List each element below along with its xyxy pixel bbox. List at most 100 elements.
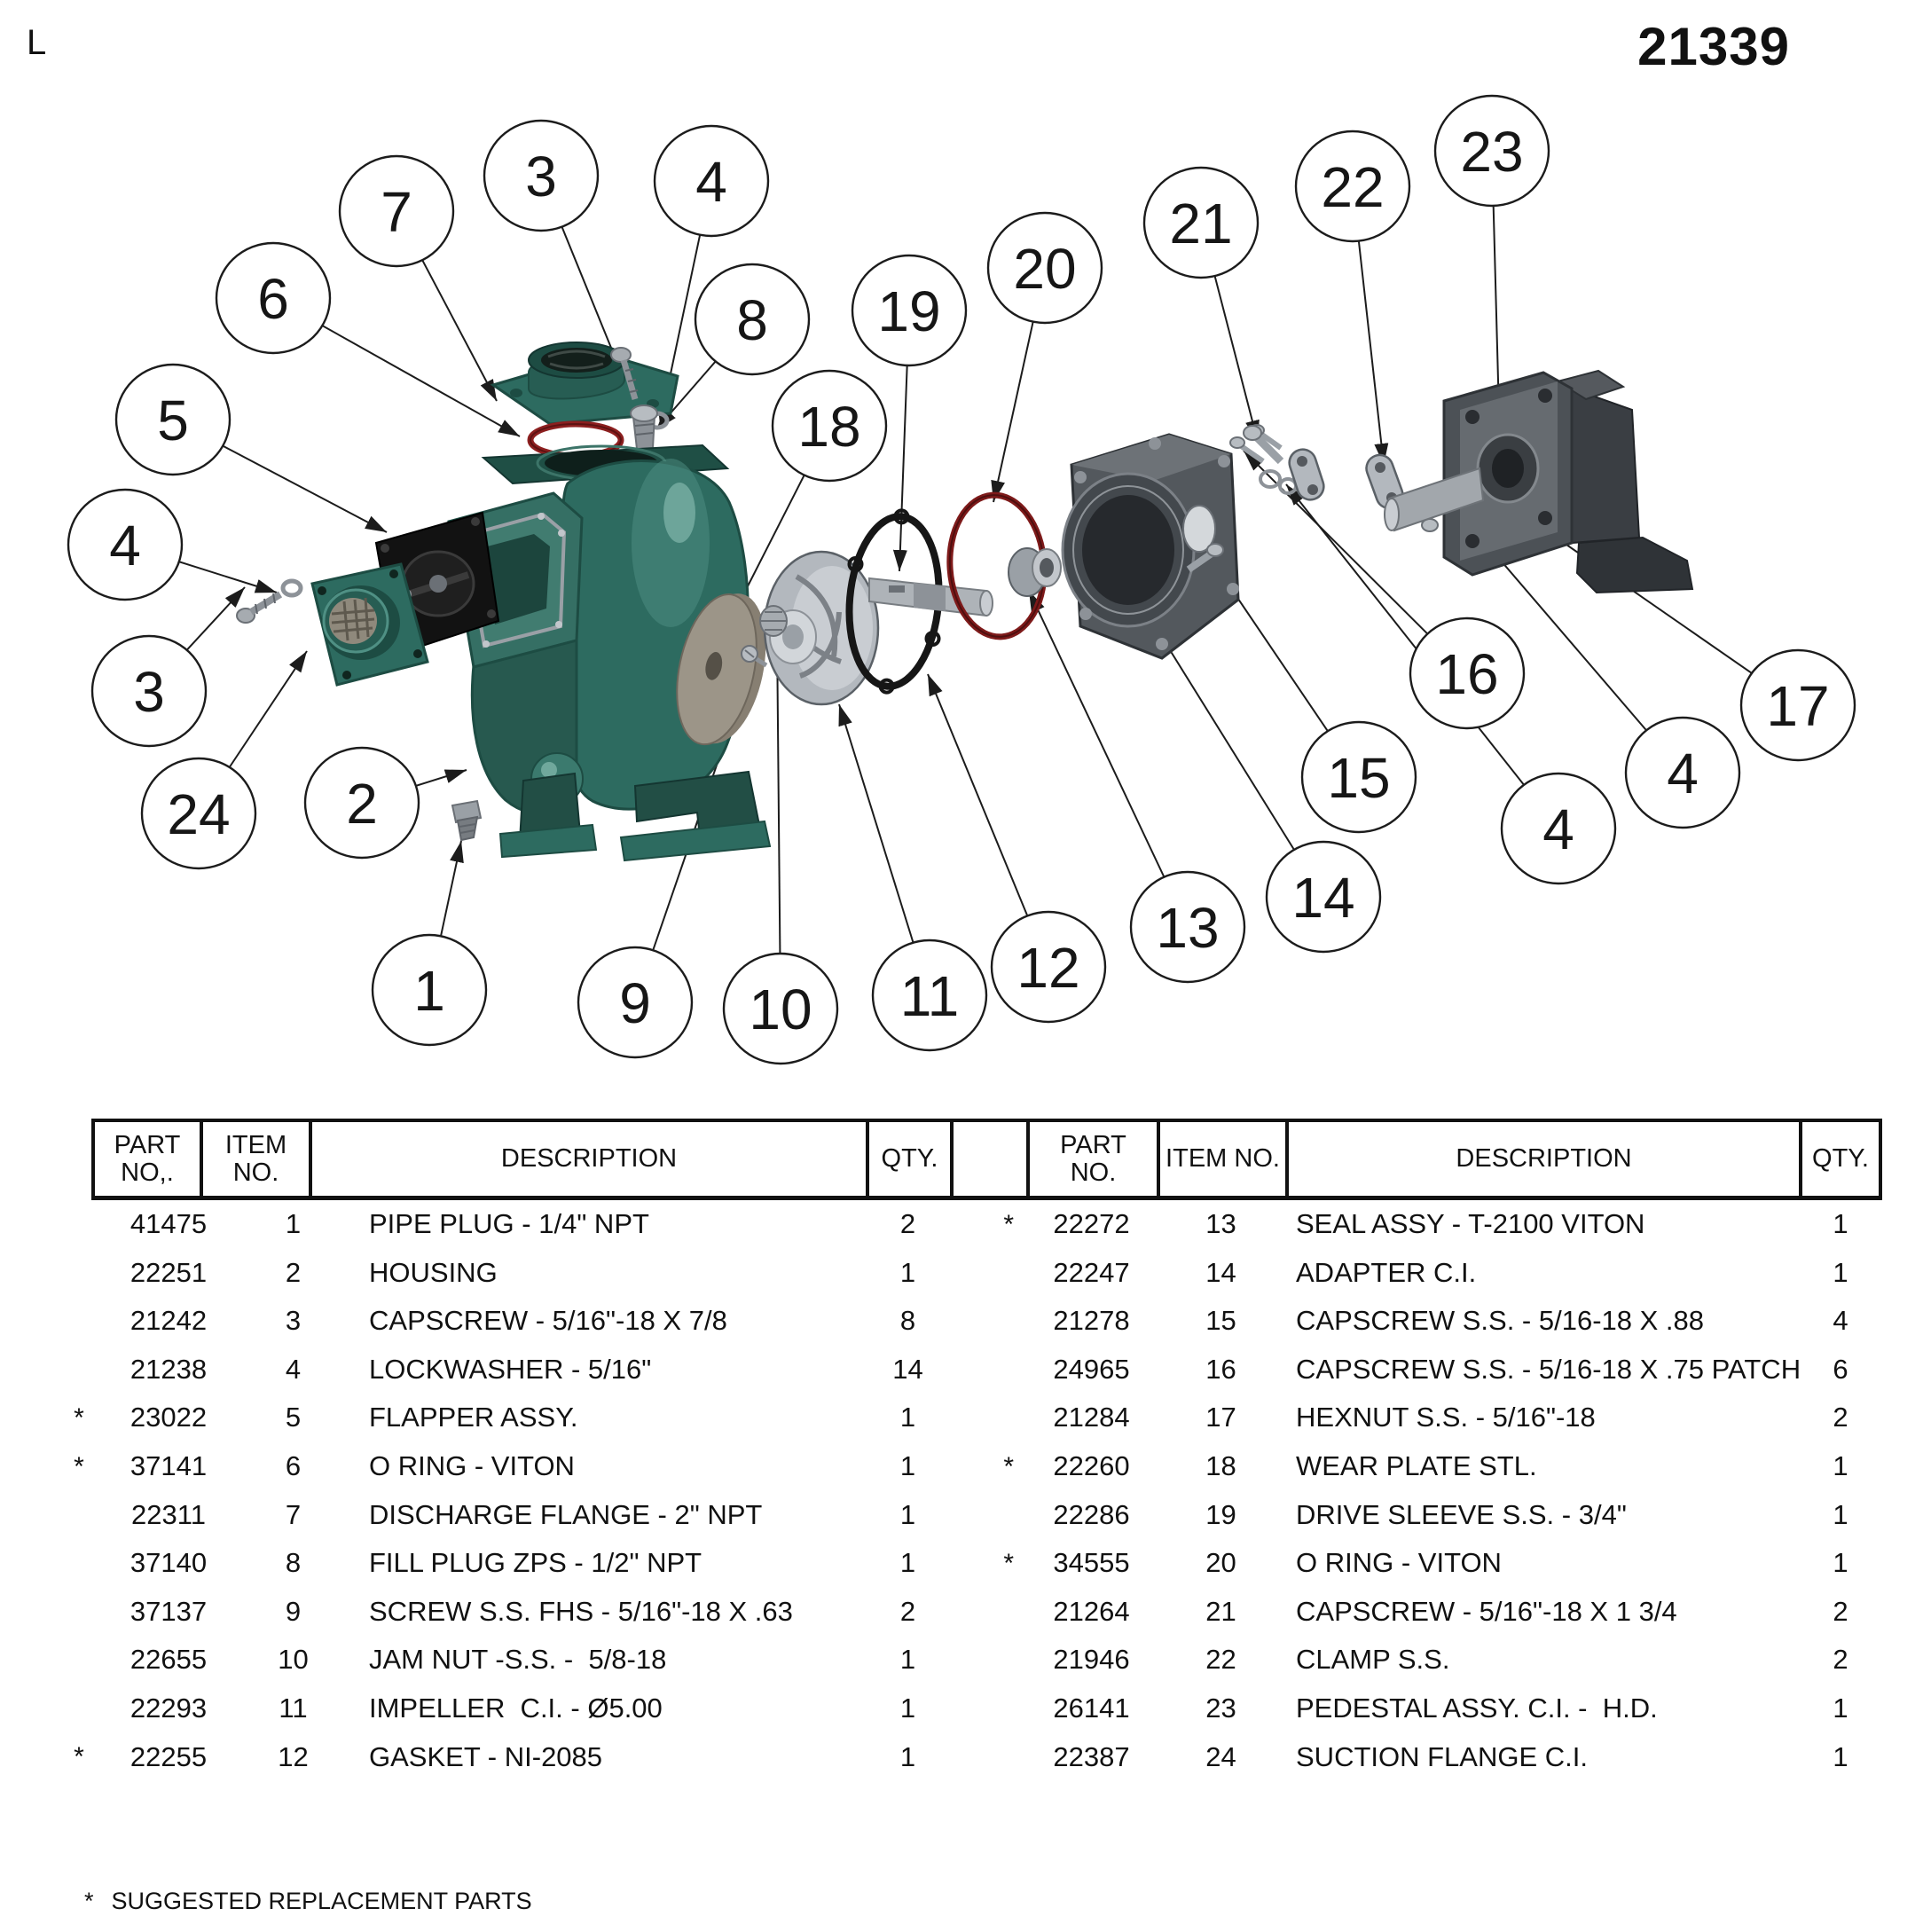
- left-description: LOCKWASHER - 5/16": [369, 1353, 652, 1385]
- right-part-no: 22272: [1053, 1208, 1130, 1240]
- svg-text:20: 20: [1013, 237, 1076, 301]
- balloon-4-mid-right: 4: [1500, 772, 1617, 885]
- right-part-no: 22387: [1053, 1740, 1130, 1772]
- left-star: [67, 1636, 91, 1685]
- right-item-no: 23: [1205, 1692, 1236, 1724]
- left-description: FLAPPER ASSY.: [369, 1402, 578, 1433]
- svg-text:4: 4: [1667, 742, 1699, 805]
- left-qty: 1: [899, 1449, 916, 1481]
- right-item-no: 15: [1205, 1305, 1236, 1337]
- balloon-4-top: 4: [653, 124, 770, 238]
- svg-text:3: 3: [525, 145, 557, 208]
- right-qty: 1: [1833, 1547, 1848, 1579]
- left-star: [67, 1297, 91, 1346]
- balloon-3-top: 3: [483, 119, 600, 232]
- left-item-no: 11: [279, 1692, 308, 1724]
- footnote-text: SUGGESTED REPLACEMENT PARTS: [111, 1888, 532, 1914]
- right-item-no: 18: [1205, 1449, 1236, 1481]
- right-description: DRIVE SLEEVE S.S. - 3/4": [1296, 1498, 1627, 1530]
- balloon-18: 18: [771, 369, 888, 483]
- right-description: HEXNUT S.S. - 5/16"-18: [1296, 1402, 1596, 1433]
- drive-sleeve-shaft: [868, 577, 993, 617]
- right-item-no: 19: [1205, 1498, 1236, 1530]
- balloon-7: 7: [338, 154, 455, 268]
- svg-text:14: 14: [1291, 866, 1354, 930]
- right-qty: 1: [1833, 1256, 1848, 1288]
- right-part-no: 34555: [1053, 1547, 1130, 1579]
- left-part-no: 22255: [130, 1740, 208, 1772]
- left-star: [67, 1539, 91, 1588]
- right-description: PEDESTAL ASSY. C.I. - H.D.: [1296, 1692, 1658, 1724]
- right-star: [950, 1588, 1026, 1637]
- adapter: [1061, 433, 1240, 660]
- left-item-no-header: ITEM NO.: [200, 1119, 309, 1200]
- left-qty: 14: [892, 1353, 923, 1385]
- left-qty: 8: [899, 1305, 916, 1337]
- balloon-23: 23: [1433, 94, 1550, 208]
- svg-text:12: 12: [1016, 936, 1079, 1000]
- left-qty: 2: [899, 1595, 916, 1627]
- right-description: SEAL ASSY - T-2100 VITON: [1296, 1208, 1645, 1240]
- capscrew-left: [236, 591, 283, 624]
- left-description: CAPSCREW - 5/16"-18 X 7/8: [369, 1305, 727, 1337]
- svg-text:6: 6: [257, 267, 289, 331]
- left-item-no: 3: [285, 1305, 302, 1337]
- right-part-no: 21284: [1053, 1402, 1130, 1433]
- right-star: [950, 1636, 1026, 1685]
- left-item-no: 7: [285, 1498, 302, 1530]
- svg-text:4: 4: [695, 150, 727, 214]
- left-qty: 1: [899, 1644, 916, 1676]
- left-description: HOUSING: [369, 1256, 498, 1288]
- right-qty: 1: [1833, 1208, 1848, 1240]
- left-part-no: 22293: [130, 1692, 208, 1724]
- svg-text:4: 4: [109, 514, 141, 577]
- left-star: [67, 1685, 91, 1733]
- balloon-15: 15: [1300, 720, 1417, 834]
- svg-text:22: 22: [1321, 155, 1384, 219]
- left-item-no: 5: [285, 1402, 302, 1433]
- left-qty: 1: [899, 1692, 916, 1724]
- left-description: IMPELLER C.I. - Ø5.00: [369, 1692, 663, 1724]
- balloon-19: 19: [851, 254, 968, 367]
- pedestal-assembly: [1384, 369, 1694, 594]
- left-part-no: 37141: [130, 1449, 208, 1481]
- gap-header: [950, 1119, 1026, 1200]
- left-qty: 1: [899, 1498, 916, 1530]
- right-part-no: 22260: [1053, 1449, 1130, 1481]
- right-qty: 2: [1833, 1595, 1848, 1627]
- svg-text:9: 9: [619, 971, 651, 1035]
- balloon-4-right: 4: [1624, 716, 1741, 829]
- balloon-17: 17: [1739, 648, 1856, 762]
- svg-text:10: 10: [749, 978, 812, 1041]
- left-part-no: 41475: [130, 1208, 208, 1240]
- right-item-no: 24: [1205, 1740, 1236, 1772]
- balloon-14: 14: [1265, 840, 1382, 954]
- svg-text:18: 18: [797, 395, 860, 459]
- left-description: FILL PLUG ZPS - 1/2" NPT: [369, 1547, 702, 1579]
- svg-text:1: 1: [413, 959, 445, 1023]
- left-part-no-header: PART NO,.: [91, 1119, 200, 1200]
- svg-text:7: 7: [381, 180, 412, 244]
- left-item-no: 8: [285, 1547, 302, 1579]
- sheet-corner-mark: L: [27, 23, 47, 62]
- left-part-no: 37140: [130, 1547, 208, 1579]
- left-star: [67, 1346, 91, 1394]
- left-star: [67, 1249, 91, 1298]
- balloon-5: 5: [114, 363, 232, 476]
- svg-text:24: 24: [167, 782, 230, 846]
- right-qty: 6: [1833, 1353, 1848, 1385]
- right-star: [950, 1491, 1026, 1540]
- balloon-1: 1: [371, 933, 488, 1047]
- right-description: CLAMP S.S.: [1296, 1644, 1450, 1676]
- left-item-no: 10: [278, 1644, 309, 1676]
- left-qty: 1: [899, 1402, 916, 1433]
- left-part-no: 21242: [130, 1305, 208, 1337]
- left-item-no: 2: [285, 1256, 302, 1288]
- left-description: PIPE PLUG - 1/4" NPT: [369, 1208, 649, 1240]
- left-item-no: 6: [285, 1449, 302, 1481]
- right-part-no: 21278: [1053, 1305, 1130, 1337]
- lockwasher-left: [280, 578, 303, 598]
- right-part-no: 21264: [1053, 1595, 1130, 1627]
- svg-text:13: 13: [1156, 896, 1219, 960]
- balloon-16: 16: [1409, 617, 1526, 730]
